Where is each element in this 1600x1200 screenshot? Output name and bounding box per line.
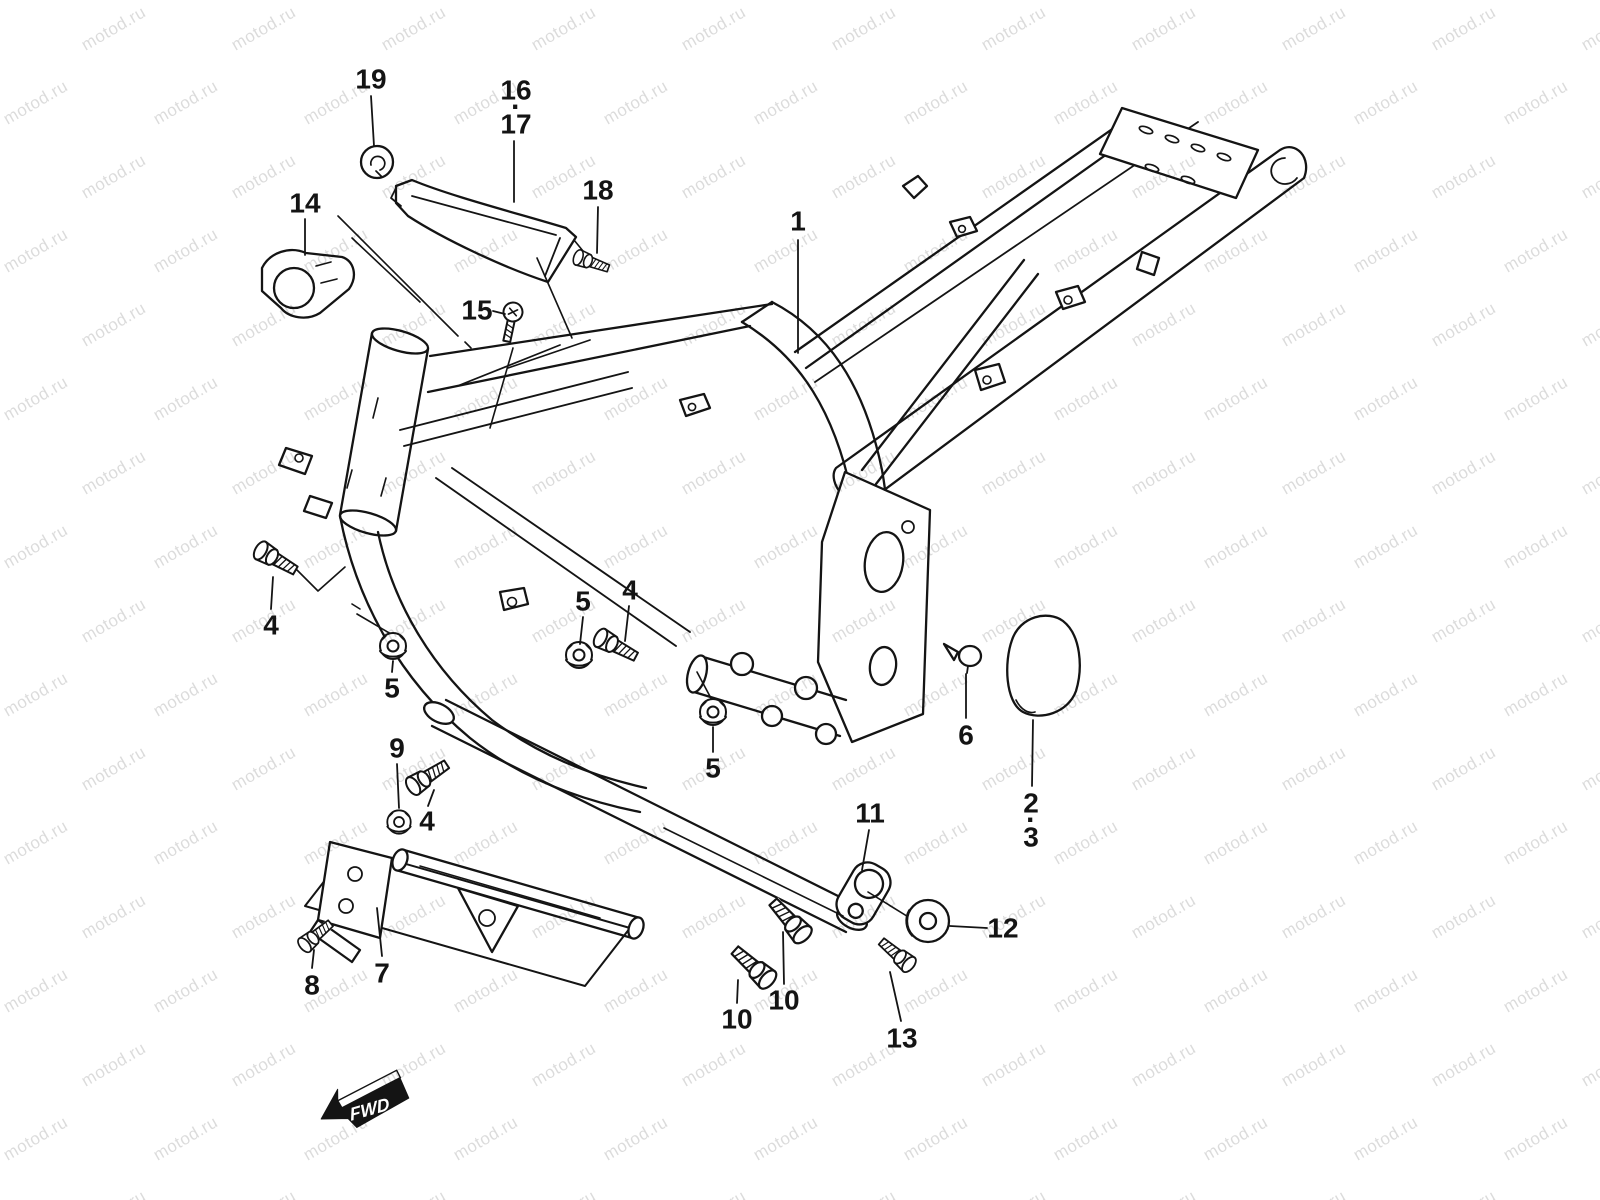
callout-number: 15 — [461, 294, 493, 326]
bolt-part-10-right — [763, 893, 817, 948]
leader-line-part-7 — [376, 907, 383, 957]
main-frame — [277, 300, 932, 934]
callout-number: 10 — [721, 1003, 753, 1035]
leader-line-part-2-3 — [1031, 719, 1034, 787]
bolt-part-4-left — [249, 537, 302, 581]
bolt-part-13 — [874, 933, 920, 976]
callout-number: 5 — [384, 672, 400, 704]
part-callout-10a: 10 — [721, 1003, 753, 1035]
bolt-part-4-mid — [589, 625, 642, 667]
leader-line-part-15 — [492, 310, 506, 315]
bracket-part-14 — [260, 248, 356, 319]
callout-number: 18 — [582, 174, 614, 206]
fwd-direction-marker: FWD — [320, 1069, 410, 1128]
callout-number: 19 — [355, 63, 387, 95]
callout-number: 11 — [855, 797, 885, 829]
leader-line-part-11 — [861, 829, 870, 871]
screw-part-15 — [496, 299, 526, 345]
callout-number: 6 — [958, 719, 974, 751]
bushing-part-12 — [905, 898, 951, 944]
part-callout-8: 8 — [304, 969, 320, 1001]
part-callout-5b: 5 — [575, 585, 591, 617]
callout-number: 4 — [622, 574, 638, 606]
callout-number: 1 — [790, 205, 806, 237]
leader-line-part-9 — [396, 763, 400, 809]
grommet-part-19 — [359, 144, 395, 180]
bolt-part-4-lower — [401, 754, 454, 799]
callout-number: 16 — [500, 74, 532, 106]
frame-assembly-drawing — [249, 95, 1308, 1022]
part-callout-18: 18 — [582, 174, 614, 206]
leader-line-part-10b — [782, 931, 785, 985]
part-callout-10b: 10 — [768, 984, 800, 1016]
callout-number: 12 — [987, 912, 1019, 944]
nut-part-5-lower — [698, 697, 728, 727]
callout-dot: · — [511, 90, 521, 124]
callout-number: 9 — [389, 732, 405, 764]
pin-part-6 — [942, 642, 983, 674]
part-callout-2-3: 2·3 — [1023, 787, 1039, 853]
engine-mount-bracket-assembly — [304, 840, 645, 987]
callout-number: 3 — [1023, 821, 1039, 853]
callout-number: 13 — [886, 1022, 918, 1054]
nut-part-9 — [386, 809, 412, 835]
callout-number: 4 — [263, 609, 279, 641]
leader-line-part-4a — [270, 576, 274, 610]
fwd-arrow-bevel — [336, 1069, 402, 1109]
part-callout-5a: 5 — [384, 672, 400, 704]
cover-plate-part-16-17 — [390, 178, 578, 284]
side-cover-part-2-3 — [1006, 614, 1081, 717]
part-callout-13: 13 — [886, 1022, 918, 1054]
part-callout-15: 15 — [461, 294, 493, 326]
callout-number: 17 — [500, 108, 532, 140]
construction-lines — [296, 215, 844, 917]
part-callout-5c: 5 — [705, 752, 721, 784]
leader-line-part-4b — [624, 605, 630, 642]
bolt-part-18 — [570, 247, 612, 277]
leader-line-part-13 — [889, 971, 902, 1022]
part-callout-6: 6 — [958, 719, 974, 751]
part-callout-4a: 4 — [263, 609, 279, 641]
leader-line-part-12 — [949, 925, 988, 929]
part-callout-4b: 4 — [622, 574, 638, 606]
leader-line-part-5b — [579, 616, 584, 645]
leader-line-part-8 — [311, 949, 315, 969]
leader-line-part-10a — [736, 979, 739, 1004]
rear-subframe — [793, 106, 1308, 506]
part-callout-4c: 4 — [419, 805, 435, 837]
part-callout-7: 7 — [374, 957, 390, 989]
nut-part-5-mid — [564, 640, 594, 670]
leader-line-part-5a — [391, 660, 394, 673]
callout-leader-lines — [270, 95, 1034, 1022]
part-callout-9: 9 — [389, 732, 405, 764]
mount-bracket-part-11 — [835, 861, 911, 926]
callout-dot: · — [1025, 803, 1036, 837]
nut-part-5-left — [378, 631, 408, 661]
callout-number: 5 — [575, 585, 591, 617]
callout-number: 10 — [768, 984, 800, 1016]
leader-line-part-4c — [427, 789, 435, 807]
callout-number: 4 — [419, 805, 435, 837]
part-callout-16-17: 16·17 — [500, 74, 532, 140]
part-callout-1: 1 — [790, 205, 806, 237]
part-callout-12: 12 — [987, 912, 1019, 944]
part-callout-19: 19 — [355, 63, 387, 95]
leader-line-part-19 — [370, 95, 375, 147]
callout-number: 14 — [289, 187, 321, 219]
callout-number: 7 — [374, 957, 390, 989]
callout-number: 5 — [705, 752, 721, 784]
callout-number: 2 — [1023, 787, 1039, 819]
part-callout-11: 11 — [855, 797, 885, 829]
callout-number: 8 — [304, 969, 320, 1001]
part-callout-14: 14 — [289, 187, 321, 219]
leader-line-part-18 — [596, 206, 599, 254]
